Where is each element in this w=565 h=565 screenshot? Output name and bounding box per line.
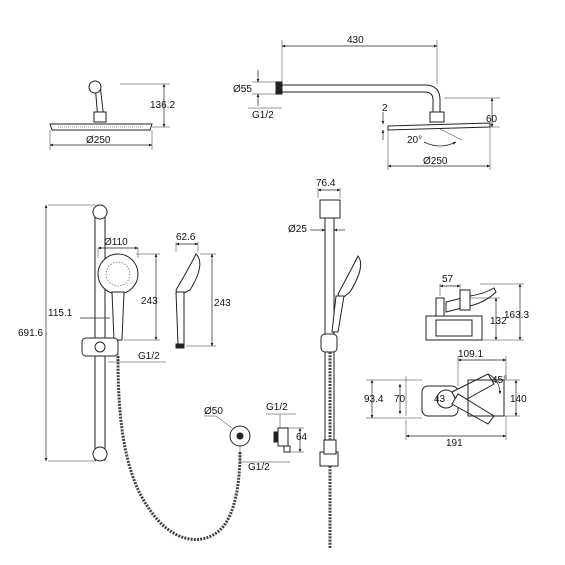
dim-hand-shower-thread: G1/2 (138, 351, 160, 362)
valve-cover-plate (459, 289, 471, 311)
outlet-side-body (277, 427, 289, 447)
outlet-front-inner (236, 432, 244, 440)
valve-top-plate (467, 379, 505, 417)
shower-arm (281, 84, 441, 117)
dim-wall-flange: Ø55 (233, 84, 252, 95)
rail-side-lower-clip (323, 439, 337, 455)
dim-valve-total-width: 191 (446, 438, 463, 449)
outlet-side-nozzle (283, 445, 291, 453)
wall-outlet: Ø50 G1/2 64 G1/2 (204, 402, 308, 473)
dim-outlet-diameter: Ø50 (204, 406, 223, 417)
dim-arm-length: 430 (347, 35, 364, 46)
shower-arm-side-view: 430 Ø55 G1/2 2 60 20° Ø250 (233, 35, 500, 170)
slide-rail-front-view: 691.6 115.1 Ø110 243 G1/2 (18, 204, 242, 541)
arm-head-joint (429, 111, 445, 123)
rain-head-top-view: 136.2 Ø250 (49, 80, 175, 150)
hand-side-handle (175, 291, 185, 345)
dim-hand-shower-height: 243 (141, 296, 158, 307)
dim-rail-offset: 115.1 (48, 308, 73, 319)
hand-side-connector (175, 343, 185, 349)
dim-valve-handle-offset: 57 (442, 274, 454, 285)
dim-arm-offset: 2 (382, 103, 388, 114)
rain-head-ball-joint (93, 111, 107, 123)
rail-bottom-bracket (92, 446, 108, 462)
hand-side-head (175, 253, 201, 297)
wall-flange-side (275, 81, 283, 95)
valve-top-view: 109.1 45° 93.4 70 43 140 191 (364, 349, 527, 449)
dim-outlet-thread-top: G1/2 (266, 402, 288, 413)
dim-rail-tube-diameter: Ø25 (288, 224, 307, 235)
dim-hand-shower-diameter: Ø110 (104, 237, 128, 248)
rain-head-wall-flange (88, 80, 102, 94)
dim-hand-side-height: 243 (214, 298, 231, 309)
rail-side-hand-head (337, 255, 362, 301)
valve-outlet-pipe (435, 297, 445, 317)
hand-shower-handle (111, 291, 125, 341)
dim-outlet-depth: 64 (296, 432, 308, 443)
valve-side-view: 57 132 163.3 (425, 274, 529, 341)
valve-handle (445, 287, 497, 313)
dim-valve-small: 43 (434, 394, 446, 405)
dim-rain-head-height: 136.2 (150, 100, 175, 111)
hand-hose (116, 355, 242, 541)
outlet-side-flange (273, 431, 279, 443)
rail-side-slider (320, 333, 338, 353)
dim-outlet-thread-bottom: G1/2 (248, 462, 270, 473)
dim-rail-top-width: 76.4 (316, 178, 336, 189)
rail-side-hand-handle (331, 295, 345, 333)
rain-head-side-plate (387, 122, 491, 131)
dim-tilt-angle: 20° (407, 135, 422, 146)
rail-top-bracket (92, 204, 108, 220)
dim-valve-angle: 45° (492, 375, 507, 386)
dim-wall-thread: G1/2 (252, 110, 274, 121)
rail-side-top-bracket (319, 199, 341, 219)
dim-valve-total-height: 163.3 (504, 310, 529, 321)
hand-shower-side-view: 62.6 243 (175, 232, 231, 349)
dim-valve-inner-height: 70 (394, 394, 406, 405)
dim-rail-height: 691.6 (18, 328, 43, 339)
dim-hand-side-width: 62.6 (176, 232, 196, 243)
valve-body-inner (435, 319, 473, 337)
rail-side-view: 76.4 Ø25 (288, 178, 362, 548)
slider-knob (94, 341, 106, 353)
hand-shower-spray-area (105, 261, 131, 287)
dim-arm-head-height: 60 (486, 114, 498, 125)
dim-valve-body-height: 132 (490, 316, 507, 327)
dim-rain-head-diameter: Ø250 (86, 135, 111, 146)
dim-valve-plate-width: 109.1 (458, 349, 483, 360)
dim-valve-plate-height: 93.4 (364, 394, 384, 405)
dim-rain-head-side-diameter: Ø250 (423, 156, 448, 167)
dim-valve-plate-right-height: 140 (510, 394, 527, 405)
